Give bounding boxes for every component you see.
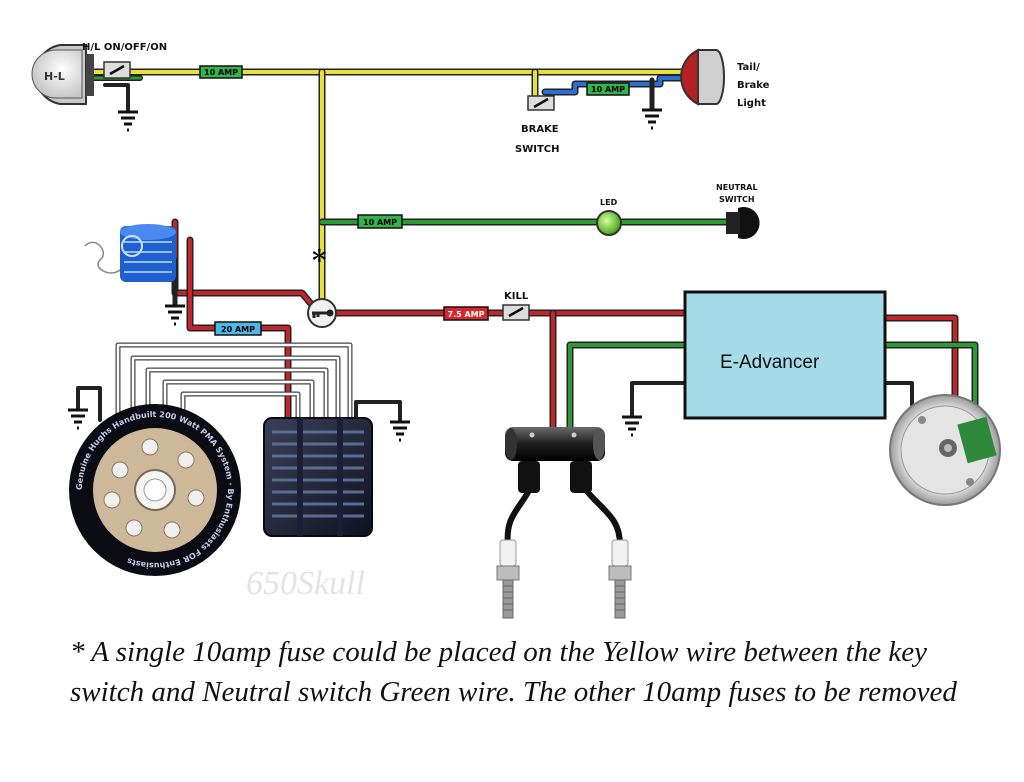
svg-text:20 AMP: 20 AMP xyxy=(221,325,255,334)
svg-text:10 AMP: 10 AMP xyxy=(591,85,625,94)
ground-icon xyxy=(642,108,662,130)
kill-switch[interactable] xyxy=(502,304,530,321)
pickup-sensor xyxy=(889,394,1001,506)
hl-switch[interactable] xyxy=(103,61,131,79)
fuse-kill: 7.5 AMP xyxy=(443,306,489,321)
fuse-neutral: 10 AMP xyxy=(357,214,403,229)
tail-label-1: Tail/ xyxy=(737,62,760,73)
kill-label: KILL xyxy=(504,291,529,302)
ground-icon xyxy=(390,420,410,442)
spark-plug-right xyxy=(608,539,632,619)
ground-icon xyxy=(118,110,138,132)
fuse-headlight: 10 AMP xyxy=(199,65,243,79)
headlight-label: H-L xyxy=(44,70,65,83)
ignition-coil xyxy=(505,427,605,493)
asterisk-marker: * xyxy=(312,244,327,277)
hl-switch-label: H/L ON/OFF/ON xyxy=(82,42,167,53)
svg-text:10 AMP: 10 AMP xyxy=(363,218,397,227)
fuse-regulator: 20 AMP xyxy=(214,321,262,336)
footnote-text: * A single 10amp fuse could be placed on… xyxy=(70,636,957,708)
ground-symbols xyxy=(68,108,662,442)
ground-icon xyxy=(165,304,185,326)
pma-stator: Genuine Hughs Handbuilt 200 Watt PMA Sys… xyxy=(69,404,241,576)
svg-text:10 AMP: 10 AMP xyxy=(204,68,238,77)
svg-text:7.5 AMP: 7.5 AMP xyxy=(448,310,485,319)
spark-plug-left xyxy=(496,539,520,619)
tail-label-2: Brake xyxy=(737,80,770,91)
neutral-switch-label-2: SWITCH xyxy=(719,195,755,204)
tail-brake-light xyxy=(680,48,725,106)
regulator-rectifier xyxy=(263,417,373,537)
neutral-switch-label-1: NEUTRAL xyxy=(716,183,758,192)
brake-switch[interactable] xyxy=(527,95,555,111)
ground-icon xyxy=(68,408,88,430)
led-label: LED xyxy=(600,198,618,207)
led-indicator xyxy=(596,210,622,236)
fuse-tail: 10 AMP xyxy=(586,82,630,96)
neutral-switch xyxy=(726,207,760,239)
e-advancer-box: E-Advancer xyxy=(683,290,887,420)
brake-switch-label-2: SWITCH xyxy=(515,144,559,155)
key-switch-icon[interactable] xyxy=(307,298,337,328)
headlight: H-L xyxy=(31,44,94,105)
blue-coil xyxy=(84,224,176,282)
ground-icon xyxy=(622,415,642,437)
brake-switch-label-1: BRAKE xyxy=(521,124,559,135)
tail-label-3: Light xyxy=(737,98,766,109)
watermark: 650Skull xyxy=(246,565,365,602)
e-advancer-label: E-Advancer xyxy=(720,352,820,373)
